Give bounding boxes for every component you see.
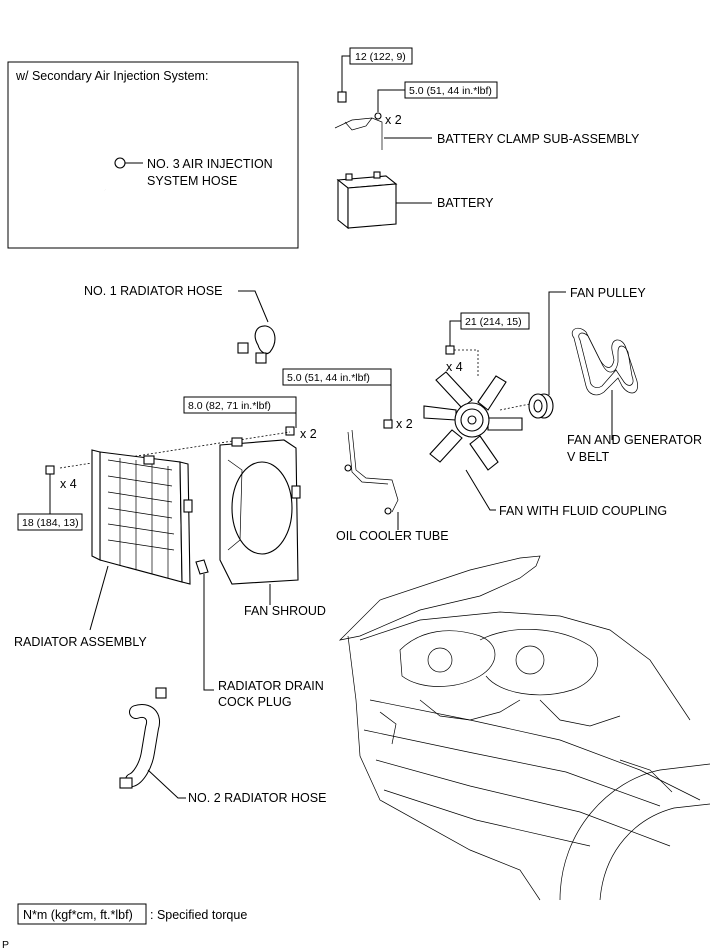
fan-shroud-illustration (219, 437, 301, 585)
fan-shroud-label: FAN SHROUD (244, 604, 326, 618)
secondary-air-inset: w/ Secondary Air Injection System: NO. 3… (7, 61, 299, 249)
torque-oil-cooler-bolt: 5.0 (51, 44 in.*lbf) (287, 372, 370, 384)
battery-clamp-label: BATTERY CLAMP SUB-ASSEMBLY (437, 132, 640, 146)
legend-box (17, 903, 147, 925)
fan-nut-icon (445, 345, 455, 355)
radiator-illustration (91, 449, 193, 585)
torque-shroud-bolt: 8.0 (82, 71 in.*lbf) (188, 400, 271, 412)
oil-cooler-tube-label: OIL COOLER TUBE (336, 529, 449, 543)
drain-cock-label-2: COCK PLUG (218, 695, 292, 709)
inset-title: w/ Secondary Air Injection System: (15, 69, 208, 83)
v-belt-illustration (571, 327, 638, 396)
battery-bolt-icon (337, 91, 347, 103)
radiator-group: x 4 18 (184, 13) RADIATOR ASSEMBLY (14, 449, 193, 649)
battery-group: BATTERY (336, 171, 494, 230)
radiator-label: RADIATOR ASSEMBLY (14, 635, 147, 649)
oil-cooler-tube-group: 5.0 (51, 44 in.*lbf) x 2 OIL COOLER TUBE (282, 368, 449, 543)
qty-oil-cooler: x 2 (396, 417, 413, 431)
qty-shroud: x 2 (300, 427, 317, 441)
drain-cock-plug-icon (195, 559, 209, 575)
qty-radiator: x 4 (60, 477, 77, 491)
legend-description: : Specified torque (150, 908, 247, 922)
no1-radiator-hose-group: NO. 1 RADIATOR HOSE (84, 284, 276, 364)
torque-battery-bolt: 12 (122, 9) (355, 51, 406, 63)
shroud-bolt-icon (285, 426, 295, 436)
battery-label: BATTERY (437, 196, 494, 210)
v-belt-label-1: FAN AND GENERATOR (567, 433, 702, 447)
drain-cock-group: RADIATOR DRAIN COCK PLUG (195, 559, 324, 709)
torque-fan-nut: 21 (214, 15) (465, 316, 522, 328)
torque-legend: N*m (kgf*cm, ft.*lbf) : Specified torque (17, 903, 247, 925)
fan-shroud-group: 8.0 (82, 71 in.*lbf) x 2 FAN SHROUD (59, 396, 326, 618)
battery-clamp-group: 12 (122, 9) 5.0 (51, 44 in.*lbf) x 2 BAT… (334, 47, 640, 150)
no1-radiator-hose-label: NO. 1 RADIATOR HOSE (84, 284, 222, 298)
radiator-bolt-icon (45, 465, 55, 475)
fan-group: 21 (214, 15) x 4 FAN PULLEY (423, 286, 702, 518)
fan-pulley-illustration (528, 393, 554, 419)
fan-pulley-label: FAN PULLEY (570, 286, 646, 300)
v-belt-label-2: V BELT (567, 450, 610, 464)
no2-radiator-hose-label: NO. 2 RADIATOR HOSE (188, 791, 326, 805)
vehicle-front-illustration (338, 555, 710, 901)
qty-battery-clamp: x 2 (385, 113, 402, 127)
qty-fan-nut: x 4 (446, 360, 463, 374)
legend-box-text: N*m (kgf*cm, ft.*lbf) (23, 908, 133, 922)
drain-cock-label-1: RADIATOR DRAIN (218, 679, 324, 693)
torque-radiator-bolt: 18 (184, 13) (22, 517, 79, 529)
fan-illustration (423, 371, 523, 471)
no2-radiator-hose-group: NO. 2 RADIATOR HOSE (119, 687, 326, 805)
torque-box-radiator-bolt (17, 513, 83, 531)
oil-cooler-bolt-icon (383, 419, 393, 429)
air-injection-hose-label-2: SYSTEM HOSE (147, 174, 237, 188)
air-injection-hose-illustration (99, 149, 143, 191)
torque-battery-clamp-nut: 5.0 (51, 44 in.*lbf) (409, 85, 492, 97)
corner-mark: P (2, 939, 9, 951)
air-injection-hose-label-1: NO. 3 AIR INJECTION (147, 157, 273, 171)
fan-label: FAN WITH FLUID COUPLING (499, 504, 667, 518)
